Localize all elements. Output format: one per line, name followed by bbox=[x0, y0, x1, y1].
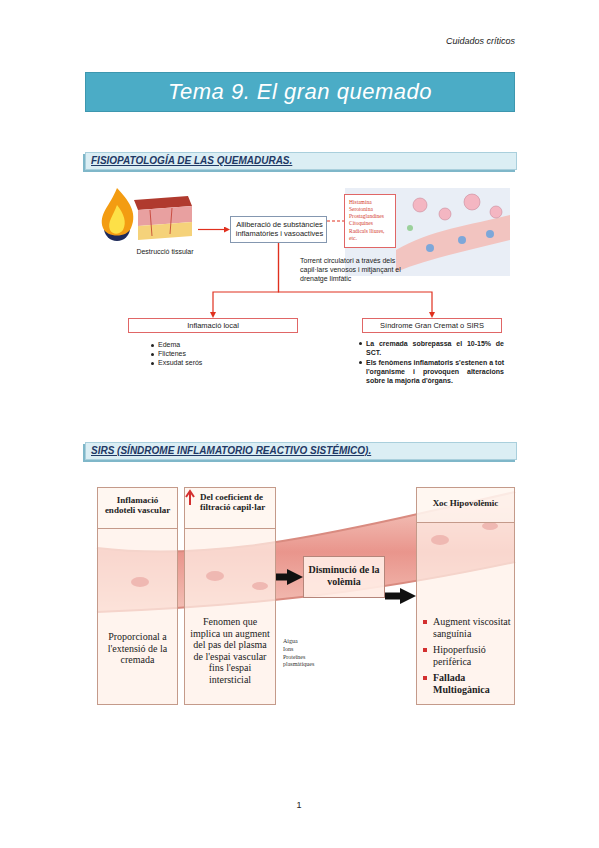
section-heading: SIRS (SÍNDROME INFLAMATORIO REACTIVO SIS… bbox=[85, 442, 517, 460]
bullet-mark bbox=[423, 648, 427, 652]
plasma-component: Aigua bbox=[283, 638, 323, 645]
node-heading: Alliberació de substàncies inflamatòries… bbox=[234, 220, 325, 239]
result-box: Disminució de la volèmia bbox=[303, 556, 385, 598]
node-heading: Destrucció tissular bbox=[132, 248, 198, 255]
stage-panel: Del coeficient de filtració capil·larFen… bbox=[184, 487, 276, 705]
node-body: Fallada Multiogànica bbox=[433, 672, 513, 695]
page-title: Tema 9. El gran quemado bbox=[86, 73, 514, 111]
running-header: Cuidados críticos bbox=[380, 36, 515, 46]
title-band: Tema 9. El gran quemado bbox=[85, 72, 515, 112]
stage-panel: Xoc HipovolèmicAugment viscositat sanguí… bbox=[416, 487, 515, 705]
node-heading: Del coeficient de filtració capil·lar bbox=[200, 492, 274, 513]
cell bbox=[464, 194, 480, 210]
skin-vessel bbox=[170, 208, 172, 234]
flame-core bbox=[109, 205, 125, 234]
flame bbox=[102, 188, 134, 236]
substance-list: Histamina Serotonina Prostaglandines Cit… bbox=[344, 194, 396, 248]
cell bbox=[486, 230, 494, 238]
process-box: Inflamació local bbox=[128, 318, 298, 333]
connector-arrow bbox=[279, 243, 433, 312]
process-box: Alliberació de substàncies inflamatòries… bbox=[230, 216, 327, 243]
node-heading: Histamina Serotonina Prostaglandines Cit… bbox=[349, 199, 393, 242]
connector-arrow bbox=[213, 243, 279, 312]
bullet-item: Edema bbox=[158, 341, 238, 350]
cell bbox=[413, 198, 427, 212]
connector-arrow bbox=[276, 574, 287, 581]
node-body: Augment viscositat sanguínia bbox=[433, 616, 513, 639]
node-body: Proporcional a l'extensió de la cremada bbox=[101, 631, 174, 666]
node-heading: Inflamació endoteli vascular bbox=[101, 495, 174, 516]
bullet-item: Flictenes bbox=[158, 350, 238, 359]
node-heading: Inflamació local bbox=[129, 321, 297, 331]
section-heading: FISIOPATOLOGÍA DE LAS QUEMADURAS. bbox=[85, 152, 517, 170]
node-heading: FISIOPATOLOGÍA DE LAS QUEMADURAS. bbox=[91, 154, 511, 168]
bullet-mark bbox=[151, 353, 154, 356]
plasma-component: Ions bbox=[283, 646, 323, 653]
bullet-item: Exsudat serós bbox=[158, 359, 238, 368]
plasma-component: Proteïnes plasmàtiques bbox=[283, 654, 323, 668]
bullet-mark bbox=[151, 362, 154, 365]
node-body: Hipoperfusió perifèrica bbox=[433, 644, 513, 667]
node-heading: SIRS (SÍNDROME INFLAMATORIO REACTIVO SIS… bbox=[91, 444, 511, 458]
node-body: Fenomen que implica un augment del pas d… bbox=[189, 616, 271, 685]
cell bbox=[458, 236, 466, 244]
bullet-item: Els fenòmens inflamatoris s'estenen a to… bbox=[366, 358, 504, 385]
node-heading: Disminució de la volèmia bbox=[306, 564, 382, 588]
node-heading: Síndrome Gran Cremat o SIRS bbox=[363, 321, 501, 331]
skin-layer bbox=[138, 222, 192, 240]
burn-illustration: Destrucció tissular bbox=[98, 182, 198, 260]
bullet-mark bbox=[359, 342, 362, 345]
connector-arrow bbox=[385, 593, 400, 600]
process-box: Síndrome Gran Cremat o SIRS bbox=[362, 318, 502, 333]
increase-arrow bbox=[186, 491, 194, 505]
vessel-image bbox=[396, 215, 510, 272]
cell bbox=[439, 208, 451, 220]
bullet-item: La cremada sobrepassa el 10-15% de SCT. bbox=[366, 339, 504, 357]
bullet-mark bbox=[359, 361, 362, 364]
node-heading: Xoc Hipovolèmic bbox=[420, 498, 511, 508]
flow-note: Torrent circulatori a través dels capil·… bbox=[300, 257, 412, 283]
skin-vessel bbox=[150, 210, 152, 236]
cell bbox=[426, 244, 434, 252]
connector-arrow bbox=[198, 229, 224, 230]
bullet-mark bbox=[423, 676, 427, 680]
bullet-mark bbox=[423, 620, 427, 624]
bullet-mark bbox=[151, 344, 154, 347]
connector-arrow bbox=[327, 221, 344, 222]
stage-panel: Inflamació endoteli vascularProporcional… bbox=[97, 487, 178, 705]
cell bbox=[407, 225, 413, 231]
cell bbox=[490, 206, 502, 218]
page-number: 1 bbox=[289, 800, 309, 810]
